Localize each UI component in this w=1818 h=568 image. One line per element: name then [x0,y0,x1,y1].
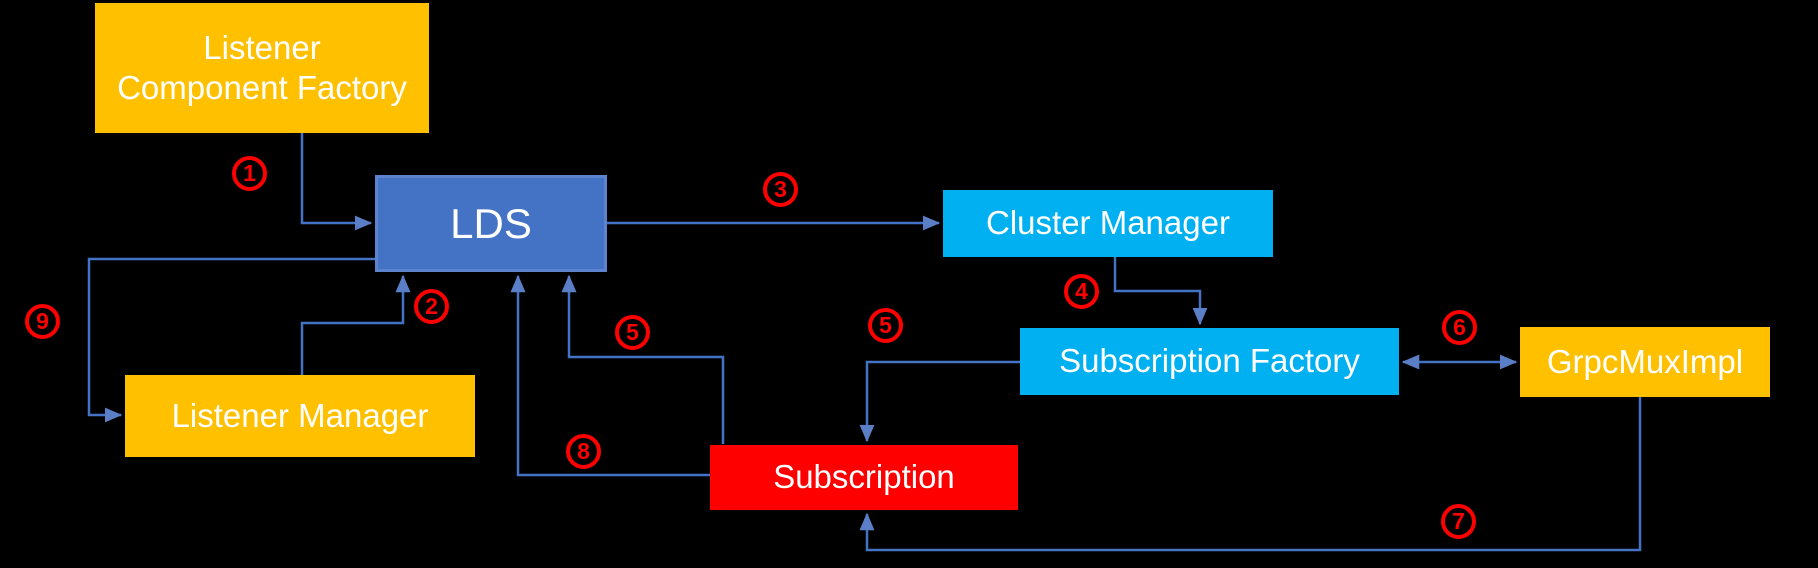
node-lds: LDS [375,175,607,272]
step-badge-1: 1 [232,156,267,191]
step-badge-5-right: 5 [868,308,903,343]
node-label: Component Factory [117,69,407,106]
edge-5-subscription-factory-to-subscription [859,360,1020,443]
edge-7-grpc-mux-to-subscription [859,397,1642,552]
node-label: Subscription Factory [1059,342,1360,380]
step-badge-4: 4 [1064,274,1099,309]
edge-8-subscription-to-lds [510,274,710,477]
node-label: LDS [450,199,532,247]
step-badge-8: 8 [566,434,601,469]
step-badge-6: 6 [1442,310,1477,345]
node-label: Listener Manager [171,396,429,434]
node-label: Subscription [773,458,955,496]
step-badge-9: 9 [25,304,60,339]
node-subscription-factory: Subscription Factory [1020,328,1399,395]
edge-5-subscription-to-lds [561,274,725,444]
step-badge-2: 2 [414,289,449,324]
node-cluster-manager: Cluster Manager [943,190,1273,257]
edge-9-lds-to-listener-manager [87,257,375,423]
step-badge-3: 3 [763,172,798,207]
node-subscription: Subscription [710,445,1018,510]
step-badge-7: 7 [1441,504,1476,539]
edge-1-listener-component-factory-to-lds [300,133,373,231]
node-listener-manager: Listener Manager [125,375,475,457]
node-label: Listener [203,28,321,66]
node-grpc-mux-impl: GrpcMuxImpl [1520,327,1770,397]
node-label: GrpcMuxImpl [1546,342,1744,380]
step-badge-5-left: 5 [615,315,650,350]
node-listener-component-factory: Listener Component Factory [95,3,429,133]
edge-4-cluster-manager-to-subscription-factory [1113,257,1208,326]
edge-2-listener-manager-to-lds [300,274,411,375]
node-label: Cluster Manager [986,204,1230,242]
